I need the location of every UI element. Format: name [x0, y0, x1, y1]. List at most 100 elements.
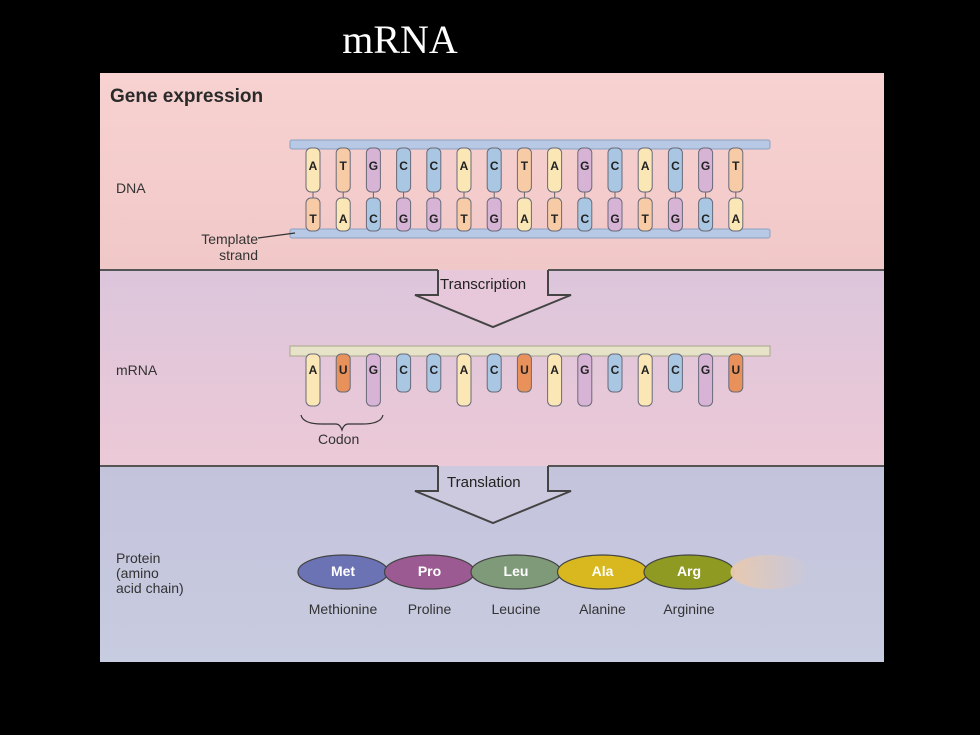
svg-text:A: A: [460, 363, 469, 377]
dna-top-base: C: [607, 147, 623, 193]
mrna-base: A: [305, 353, 321, 407]
mrna-base: G: [698, 353, 714, 407]
codon-brace: [300, 414, 384, 432]
svg-text:A: A: [731, 212, 740, 226]
svg-text:C: C: [611, 159, 620, 173]
dna-bottom-base: G: [396, 197, 412, 232]
svg-text:C: C: [429, 159, 438, 173]
dna-bottom-base: G: [607, 197, 623, 232]
amino-acid-name: Methionine: [308, 601, 378, 617]
dna-top-base: A: [547, 147, 563, 193]
mrna-base: C: [667, 353, 683, 393]
dna-top-base: C: [396, 147, 412, 193]
dna-bottom-base: C: [698, 197, 714, 232]
dna-top-base: C: [486, 147, 502, 193]
svg-text:T: T: [551, 212, 559, 226]
mrna-base: U: [728, 353, 744, 393]
dna-top-base: A: [456, 147, 472, 193]
mrna-base: G: [577, 353, 593, 407]
svg-text:G: G: [369, 363, 378, 377]
dna-top-base: C: [667, 147, 683, 193]
mrna-base: A: [637, 353, 653, 407]
svg-text:G: G: [490, 212, 499, 226]
svg-text:C: C: [701, 212, 710, 226]
amino-acid-abbr: Arg: [676, 563, 702, 579]
mrna-base: A: [456, 353, 472, 407]
amino-acid-name: Alanine: [579, 601, 626, 617]
dna-top-base: G: [577, 147, 593, 193]
mrna-base: C: [396, 353, 412, 393]
svg-text:T: T: [521, 159, 529, 173]
svg-text:C: C: [580, 212, 589, 226]
codon-label: Codon: [318, 431, 360, 447]
svg-text:T: T: [309, 212, 317, 226]
svg-text:G: G: [701, 159, 710, 173]
svg-text:C: C: [399, 363, 408, 377]
mrna-base: U: [516, 353, 532, 393]
dna-bottom-base: C: [365, 197, 381, 232]
svg-text:G: G: [580, 363, 589, 377]
template-strand-label: Template strand: [201, 231, 258, 263]
dna-bottom-base: T: [305, 197, 321, 232]
svg-text:A: A: [641, 363, 650, 377]
figure-title: Gene expression: [110, 86, 264, 107]
svg-text:G: G: [399, 212, 408, 226]
svg-text:A: A: [460, 159, 469, 173]
dna-label: DNA: [116, 180, 146, 196]
svg-text:U: U: [520, 363, 529, 377]
amino-acid-abbr: Met: [330, 563, 356, 579]
svg-text:T: T: [340, 159, 348, 173]
svg-text:C: C: [490, 363, 499, 377]
translation-arrow: [414, 466, 572, 525]
svg-text:G: G: [369, 159, 378, 173]
svg-text:G: G: [580, 159, 589, 173]
dna-bottom-base: G: [426, 197, 442, 232]
svg-text:A: A: [550, 159, 559, 173]
svg-text:A: A: [339, 212, 348, 226]
amino-acid-abbr: Leu: [503, 563, 529, 579]
svg-text:C: C: [671, 363, 680, 377]
dna-bottom-base: A: [516, 197, 532, 232]
amino-acid-abbr: Ala: [591, 563, 614, 579]
mrna-base: G: [365, 353, 381, 407]
svg-text:G: G: [610, 212, 619, 226]
dna-top-backbone: [289, 139, 771, 150]
amino-acid-name: Proline: [407, 601, 452, 617]
dna-bottom-base: T: [456, 197, 472, 232]
mrna-base: C: [607, 353, 623, 393]
transcription-label: Transcription: [440, 276, 527, 293]
svg-text:C: C: [369, 212, 378, 226]
dna-top-base: C: [426, 147, 442, 193]
mrna-base: C: [426, 353, 442, 393]
dna-bottom-backbone: [289, 228, 771, 239]
dna-top-base: T: [728, 147, 744, 193]
amino-acid-fading-bead: [730, 555, 811, 589]
amino-acid-abbr: Pro: [417, 563, 442, 579]
svg-text:G: G: [671, 212, 680, 226]
dna-top-base: A: [637, 147, 653, 193]
svg-text:A: A: [641, 159, 650, 173]
svg-text:G: G: [701, 363, 710, 377]
svg-text:G: G: [429, 212, 438, 226]
mrna-label: mRNA: [116, 362, 158, 378]
mrna-base: A: [547, 353, 563, 407]
mrna-base: U: [335, 353, 351, 393]
mrna-backbone: [289, 345, 771, 357]
dna-bottom-base: A: [728, 197, 744, 232]
svg-text:A: A: [309, 159, 318, 173]
dna-top-base: A: [305, 147, 321, 193]
dna-bottom-base: G: [667, 197, 683, 232]
svg-text:C: C: [611, 363, 620, 377]
amino-acid-name: Leucine: [491, 601, 541, 617]
slide-title: mRNA: [342, 17, 458, 62]
translation-label: Translation: [447, 474, 521, 491]
dna-bottom-base: T: [547, 197, 563, 232]
svg-text:U: U: [731, 363, 740, 377]
svg-text:T: T: [460, 212, 468, 226]
protein-label: Protein (amino acid chain): [116, 550, 184, 596]
mrna-base: C: [486, 353, 502, 393]
dna-bottom-base: G: [486, 197, 502, 232]
svg-text:C: C: [671, 159, 680, 173]
dna-bottom-base: A: [335, 197, 351, 232]
svg-text:C: C: [429, 363, 438, 377]
